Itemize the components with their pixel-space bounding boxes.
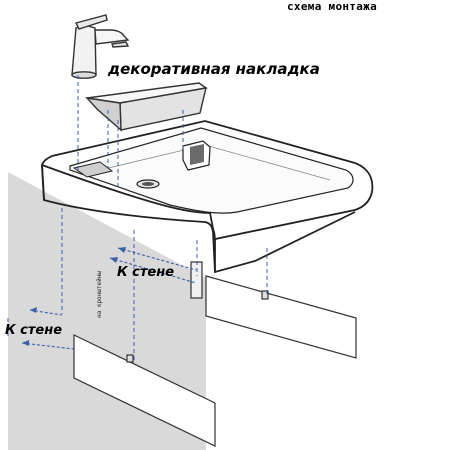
arrow-head-4 (22, 340, 29, 346)
diagram-title: схема монтажа (287, 0, 377, 13)
label-to-wall-upper: К стене (117, 265, 175, 280)
label-to-wall-lower: К стене (5, 323, 63, 338)
faucet (71, 14, 130, 79)
upper-bracket-bar (190, 261, 357, 359)
label-to-brackets: на кронштейны (96, 271, 103, 318)
alignment-lines (7, 75, 268, 360)
decorative-overlay (85, 82, 208, 132)
lower-bracket-bar (73, 334, 216, 447)
arrow-head-3 (30, 307, 37, 313)
label-decorative-overlay: декоративная накладка (108, 60, 320, 78)
arrow-head-1 (118, 247, 126, 253)
sink-basin (40, 120, 374, 274)
arrow-head-2 (110, 257, 118, 263)
